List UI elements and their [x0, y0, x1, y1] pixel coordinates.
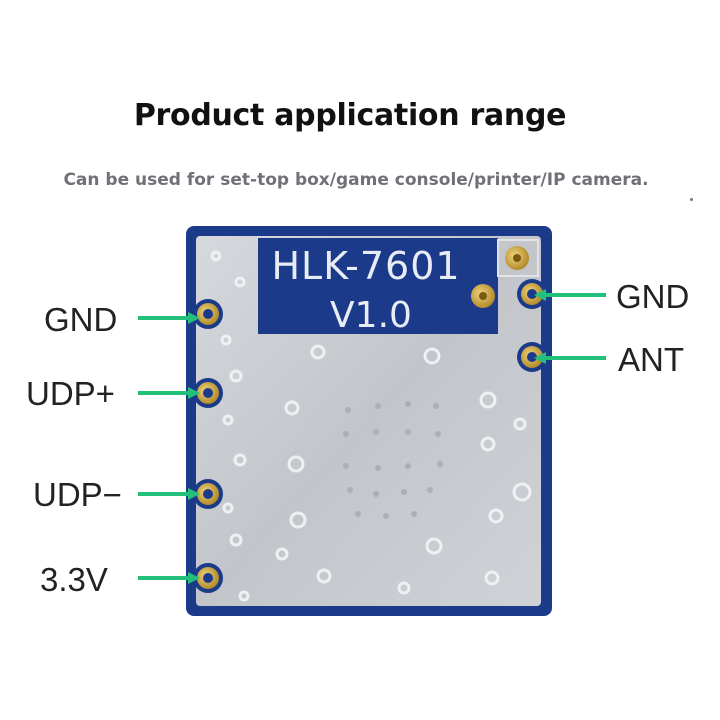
pin-label-3v3: 3.3V — [40, 561, 108, 598]
pin-label-ant: ANT — [618, 341, 684, 378]
shield-dot-grid — [343, 401, 443, 519]
module-model-text: HLK-7601 — [271, 244, 460, 288]
pin-pointers — [138, 289, 606, 584]
left-pads — [193, 299, 223, 593]
stray-dot — [690, 198, 693, 201]
pin-label-udp-minus: UDP− — [33, 476, 122, 513]
page-title: Product application range — [133, 98, 567, 133]
model-label-area — [258, 238, 498, 334]
right-pads — [471, 239, 547, 372]
pin-label-udp-plus: UDP+ — [26, 375, 115, 412]
shield-vias — [210, 250, 532, 602]
module-version-text: V1.0 — [330, 295, 412, 336]
pin-label-gnd-left: GND — [44, 301, 118, 338]
page-subtitle: Can be used for set-top box/game console… — [63, 170, 649, 190]
pin-label-gnd-right: GND — [616, 278, 690, 315]
